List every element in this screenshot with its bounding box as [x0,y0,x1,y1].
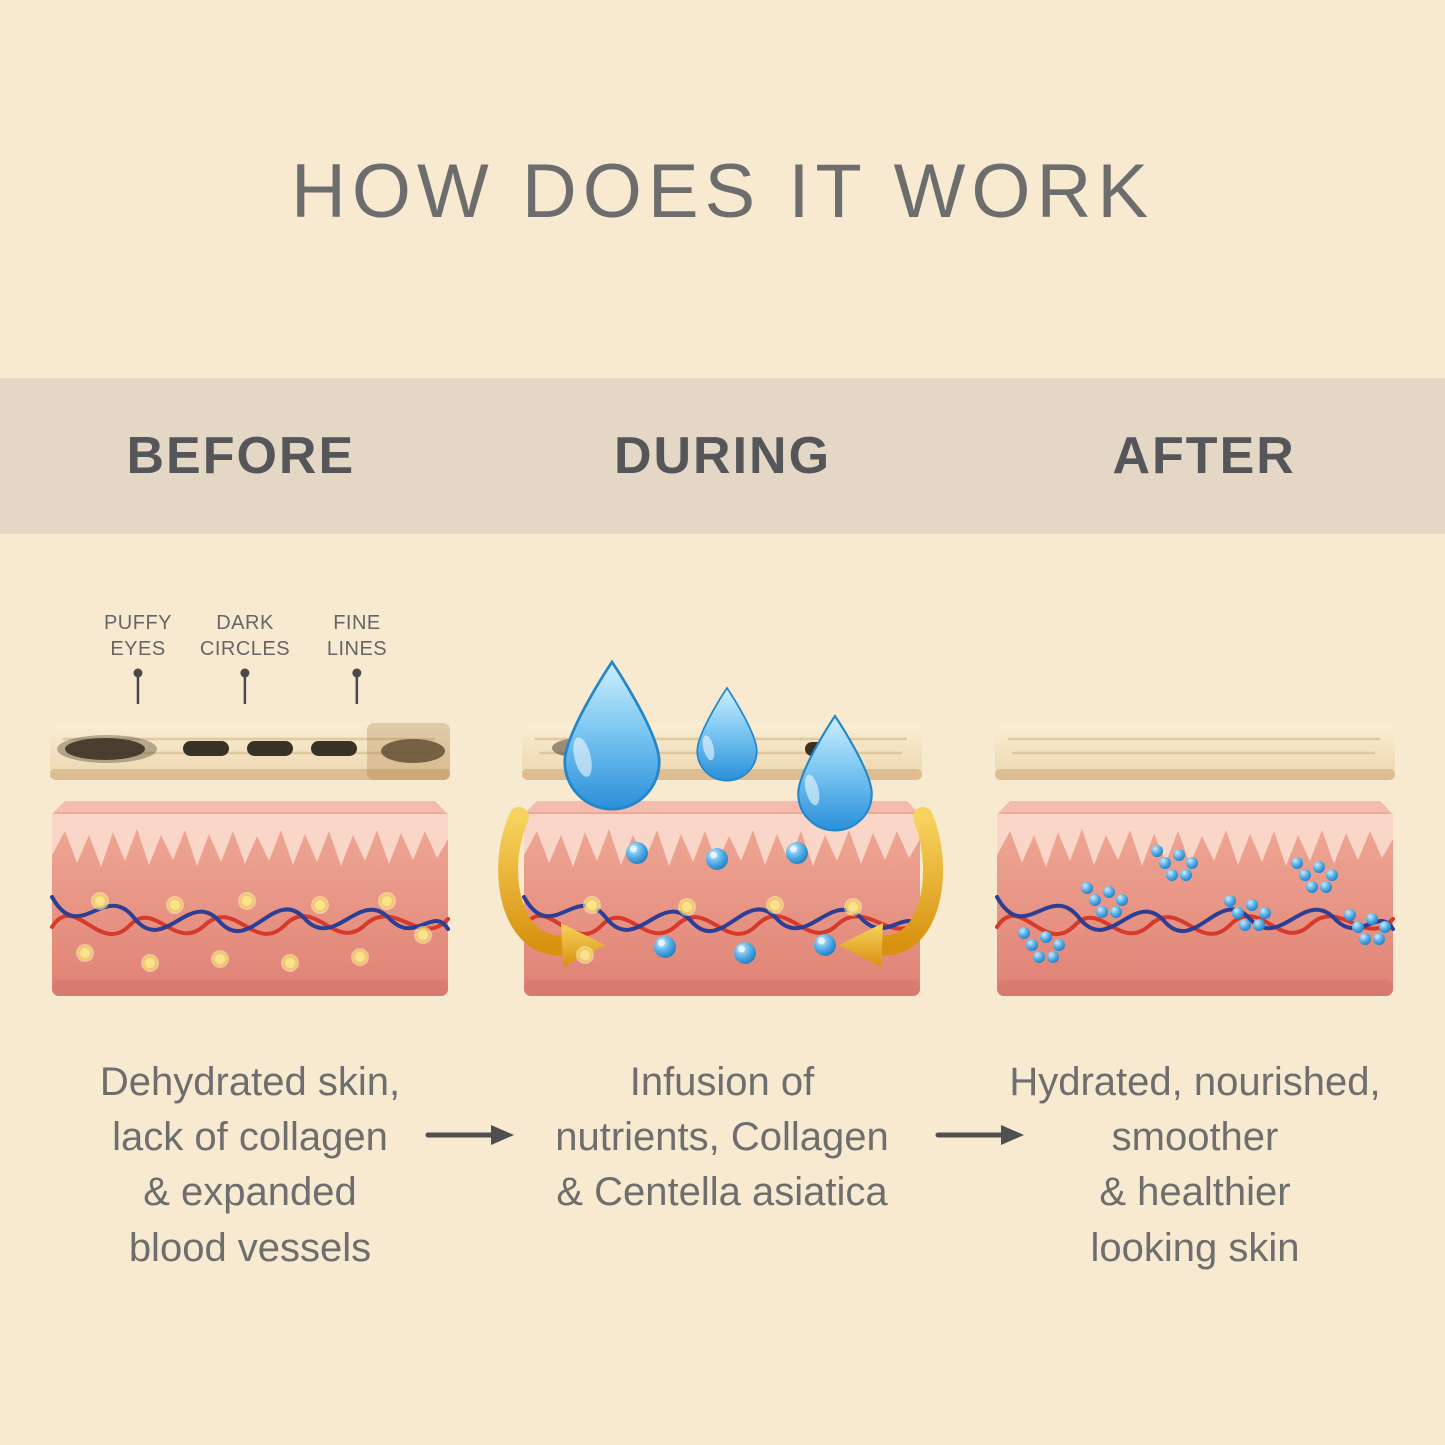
before-column: PUFFY EYES DARK CIRCLES FINE LINES [15,555,485,1435]
stage-label-before: BEFORE [126,427,356,485]
pin-icon [240,668,250,704]
after-skin-illustration [993,721,1397,998]
annotation-fine-lines: FINE LINES [327,610,387,706]
during-description: Infusion of nutrients, Collagen & Centel… [555,1060,889,1215]
pin-icon [352,668,362,704]
flow-arrow-icon [425,1122,517,1153]
after-column: Hydrated, nourished, smoother & healthie… [960,555,1430,1435]
annotation-label: PUFFY EYES [103,612,173,660]
flow-arrow-icon [935,1122,1027,1153]
after-description: Hydrated, nourished, smoother & healthie… [1009,1060,1381,1270]
before-description: Dehydrated skin, lack of collagen & expa… [99,1060,401,1270]
during-column: Infusion of nutrients, Collagen & Centel… [487,555,957,1435]
before-skin-illustration [48,721,452,998]
page-title: HOW DOES IT WORK [290,149,1155,234]
stage-label-after: AFTER [1112,427,1296,485]
stage-label-during: DURING [613,427,832,485]
during-skin-illustration [498,660,943,998]
annotation-puffy-eyes: PUFFY EYES [104,610,172,706]
before-annotations: PUFFY EYES DARK CIRCLES FINE LINES [15,610,485,720]
annotation-dark-circles: DARK CIRCLES [200,610,290,706]
annotation-label: DARK CIRCLES [199,612,291,660]
pin-icon [133,668,143,704]
gold-circulation-arrows [498,807,943,967]
stage-header-band: BEFORE DURING AFTER [0,378,1445,534]
dark-spots [57,723,450,780]
annotation-label: FINE LINES [326,612,388,660]
